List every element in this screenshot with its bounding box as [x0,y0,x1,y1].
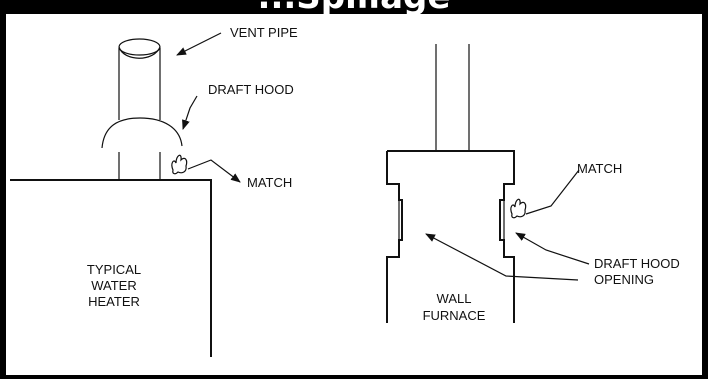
draft-hood-label: DRAFT HOOD [208,82,294,97]
water-heater-label-line-2: WATER [91,278,137,293]
draft-hood-opening-leader [515,232,590,265]
match-flame-right-icon [510,198,527,219]
water-heater-assembly: VENT PIPE DRAFT HOOD MATCH TYPICAL WATER… [10,25,298,357]
draft-hood-opening-label-line-2: OPENING [594,272,654,287]
wall-furnace-label-line-2: FURNACE [423,308,486,323]
furnace-body-left [386,151,403,323]
draft-hood-leader [182,95,198,130]
match-right-label: MATCH [577,161,622,176]
match-flame-left-icon [171,154,188,175]
vent-pipe-leader [176,32,222,56]
vent-pipe-rim [118,46,161,59]
vent-pipe-label: VENT PIPE [230,25,298,40]
match-left-label: MATCH [247,175,292,190]
match-left-leader [187,159,241,183]
match-right-leader [525,169,580,215]
furnace-body-right [387,150,515,323]
diagram-title: ...Spillage [6,0,702,14]
title-bar: ...Spillage [6,0,702,14]
water-heater-label-line-3: HEATER [88,294,140,309]
furnace-interior-leader [425,233,579,281]
draft-hood-dome [101,117,183,149]
water-heater-label-line-1: TYPICAL [87,262,141,277]
wall-furnace-label-line-1: WALL [437,291,472,306]
wall-furnace-assembly: MATCH DRAFT HOOD OPENING WALL FURNACE [386,44,680,323]
water-heater-tank [10,179,212,357]
vent-pipe-top [118,38,161,56]
spillage-test-diagram: VENT PIPE DRAFT HOOD MATCH TYPICAL WATER… [10,25,680,357]
draft-hood-opening-label-line-1: DRAFT HOOD [594,256,680,271]
